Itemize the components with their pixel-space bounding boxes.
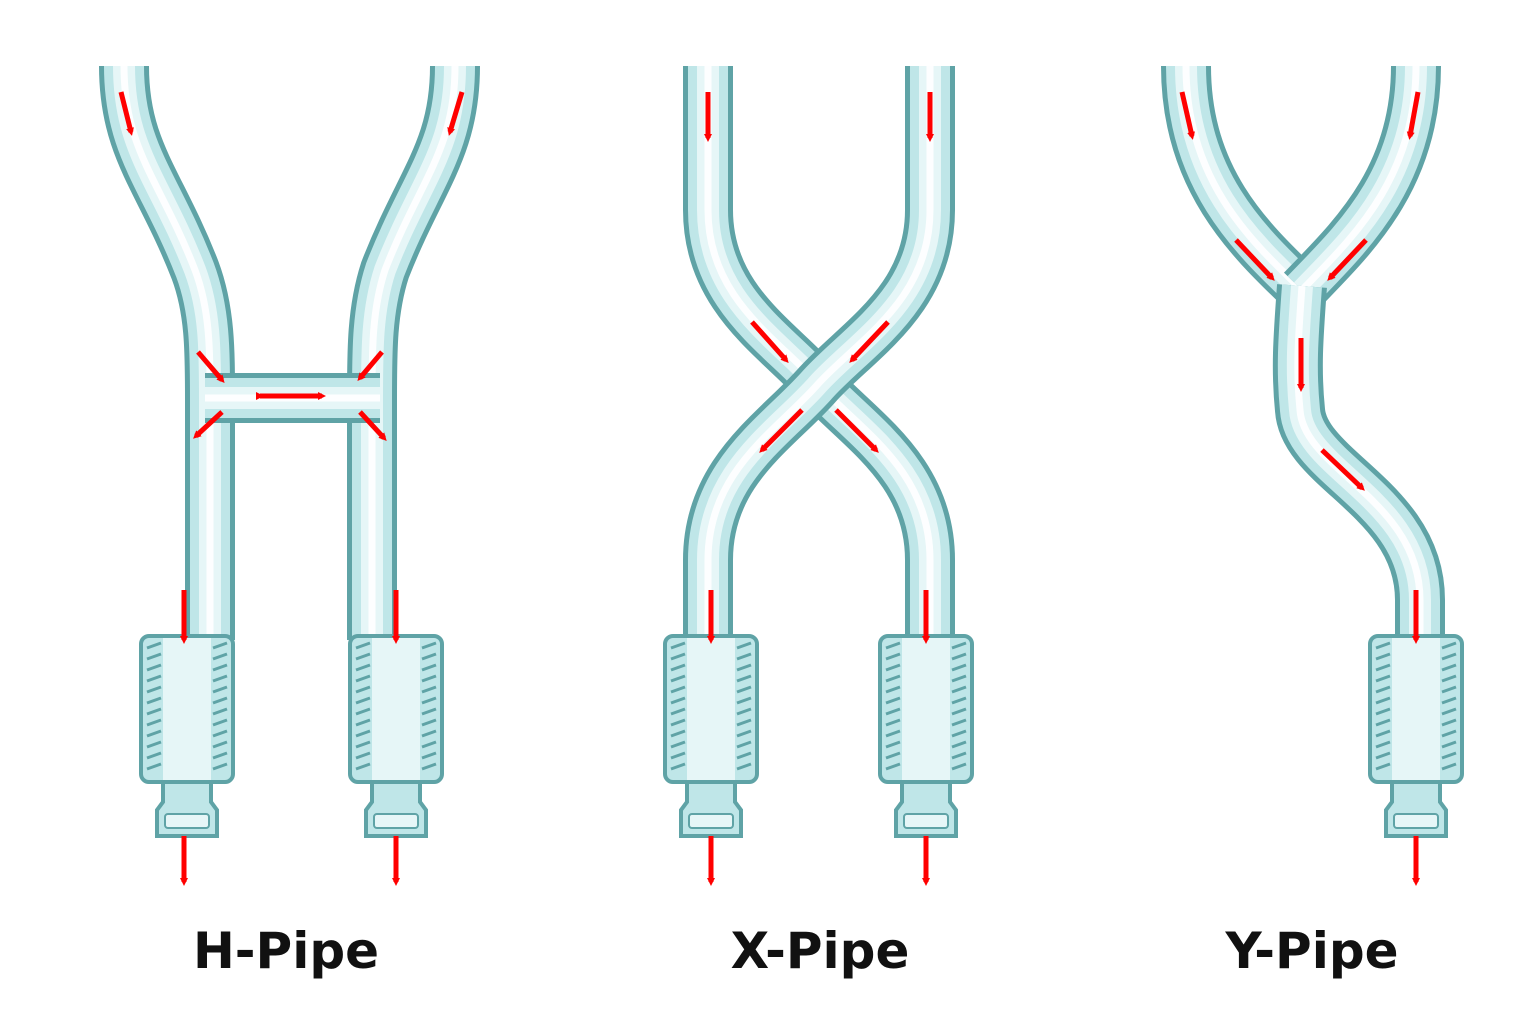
h-pipe-arrow-right-to-crossover (357, 350, 384, 382)
y-pipe-left-inlet-tube (1161, 65, 1320, 309)
h-pipe-arrow-left-to-crossover (196, 350, 225, 384)
y-pipe-label: Y-Pipe (1225, 922, 1399, 980)
y-pipe-arrow-bend (1320, 448, 1365, 491)
x-pipe-arrow-junction-right-out (834, 408, 879, 453)
x-pipe-arrow-junction-left-out (759, 408, 804, 453)
y-pipe-arrow-left-inlet (1179, 91, 1196, 140)
h-pipe-right-tube (347, 65, 480, 640)
h-pipe-arrow-right-inlet (447, 91, 465, 136)
h-pipe-left-muffler (139, 634, 235, 838)
y-pipe-merged-tube (1272, 284, 1445, 640)
x-pipe-left-muffler (663, 634, 759, 838)
h-pipe-arrow-right-out (358, 410, 387, 441)
x-pipe-label: X-Pipe (730, 922, 910, 980)
y-pipe-arrow-right-inlet (1406, 91, 1421, 140)
y-pipe-right-inlet-tube (1283, 65, 1441, 308)
y-pipe-arrow-right-to-merge (1327, 238, 1368, 281)
x-pipe-right-to-left-tube (683, 66, 955, 640)
h-pipe-arrow-left-out (193, 410, 224, 439)
h-pipe-label: H-Pipe (192, 922, 380, 980)
y-pipe-muffler (1368, 634, 1464, 838)
x-pipe-arrow-left-to-junction (750, 320, 789, 363)
x-pipe-right-muffler (878, 634, 974, 838)
y-pipe-arrow-left-to-merge (1234, 238, 1275, 281)
h-pipe-arrow-left-inlet (118, 91, 134, 136)
x-pipe-arrow-right-to-junction (849, 320, 890, 363)
h-pipe-right-muffler (348, 634, 444, 838)
